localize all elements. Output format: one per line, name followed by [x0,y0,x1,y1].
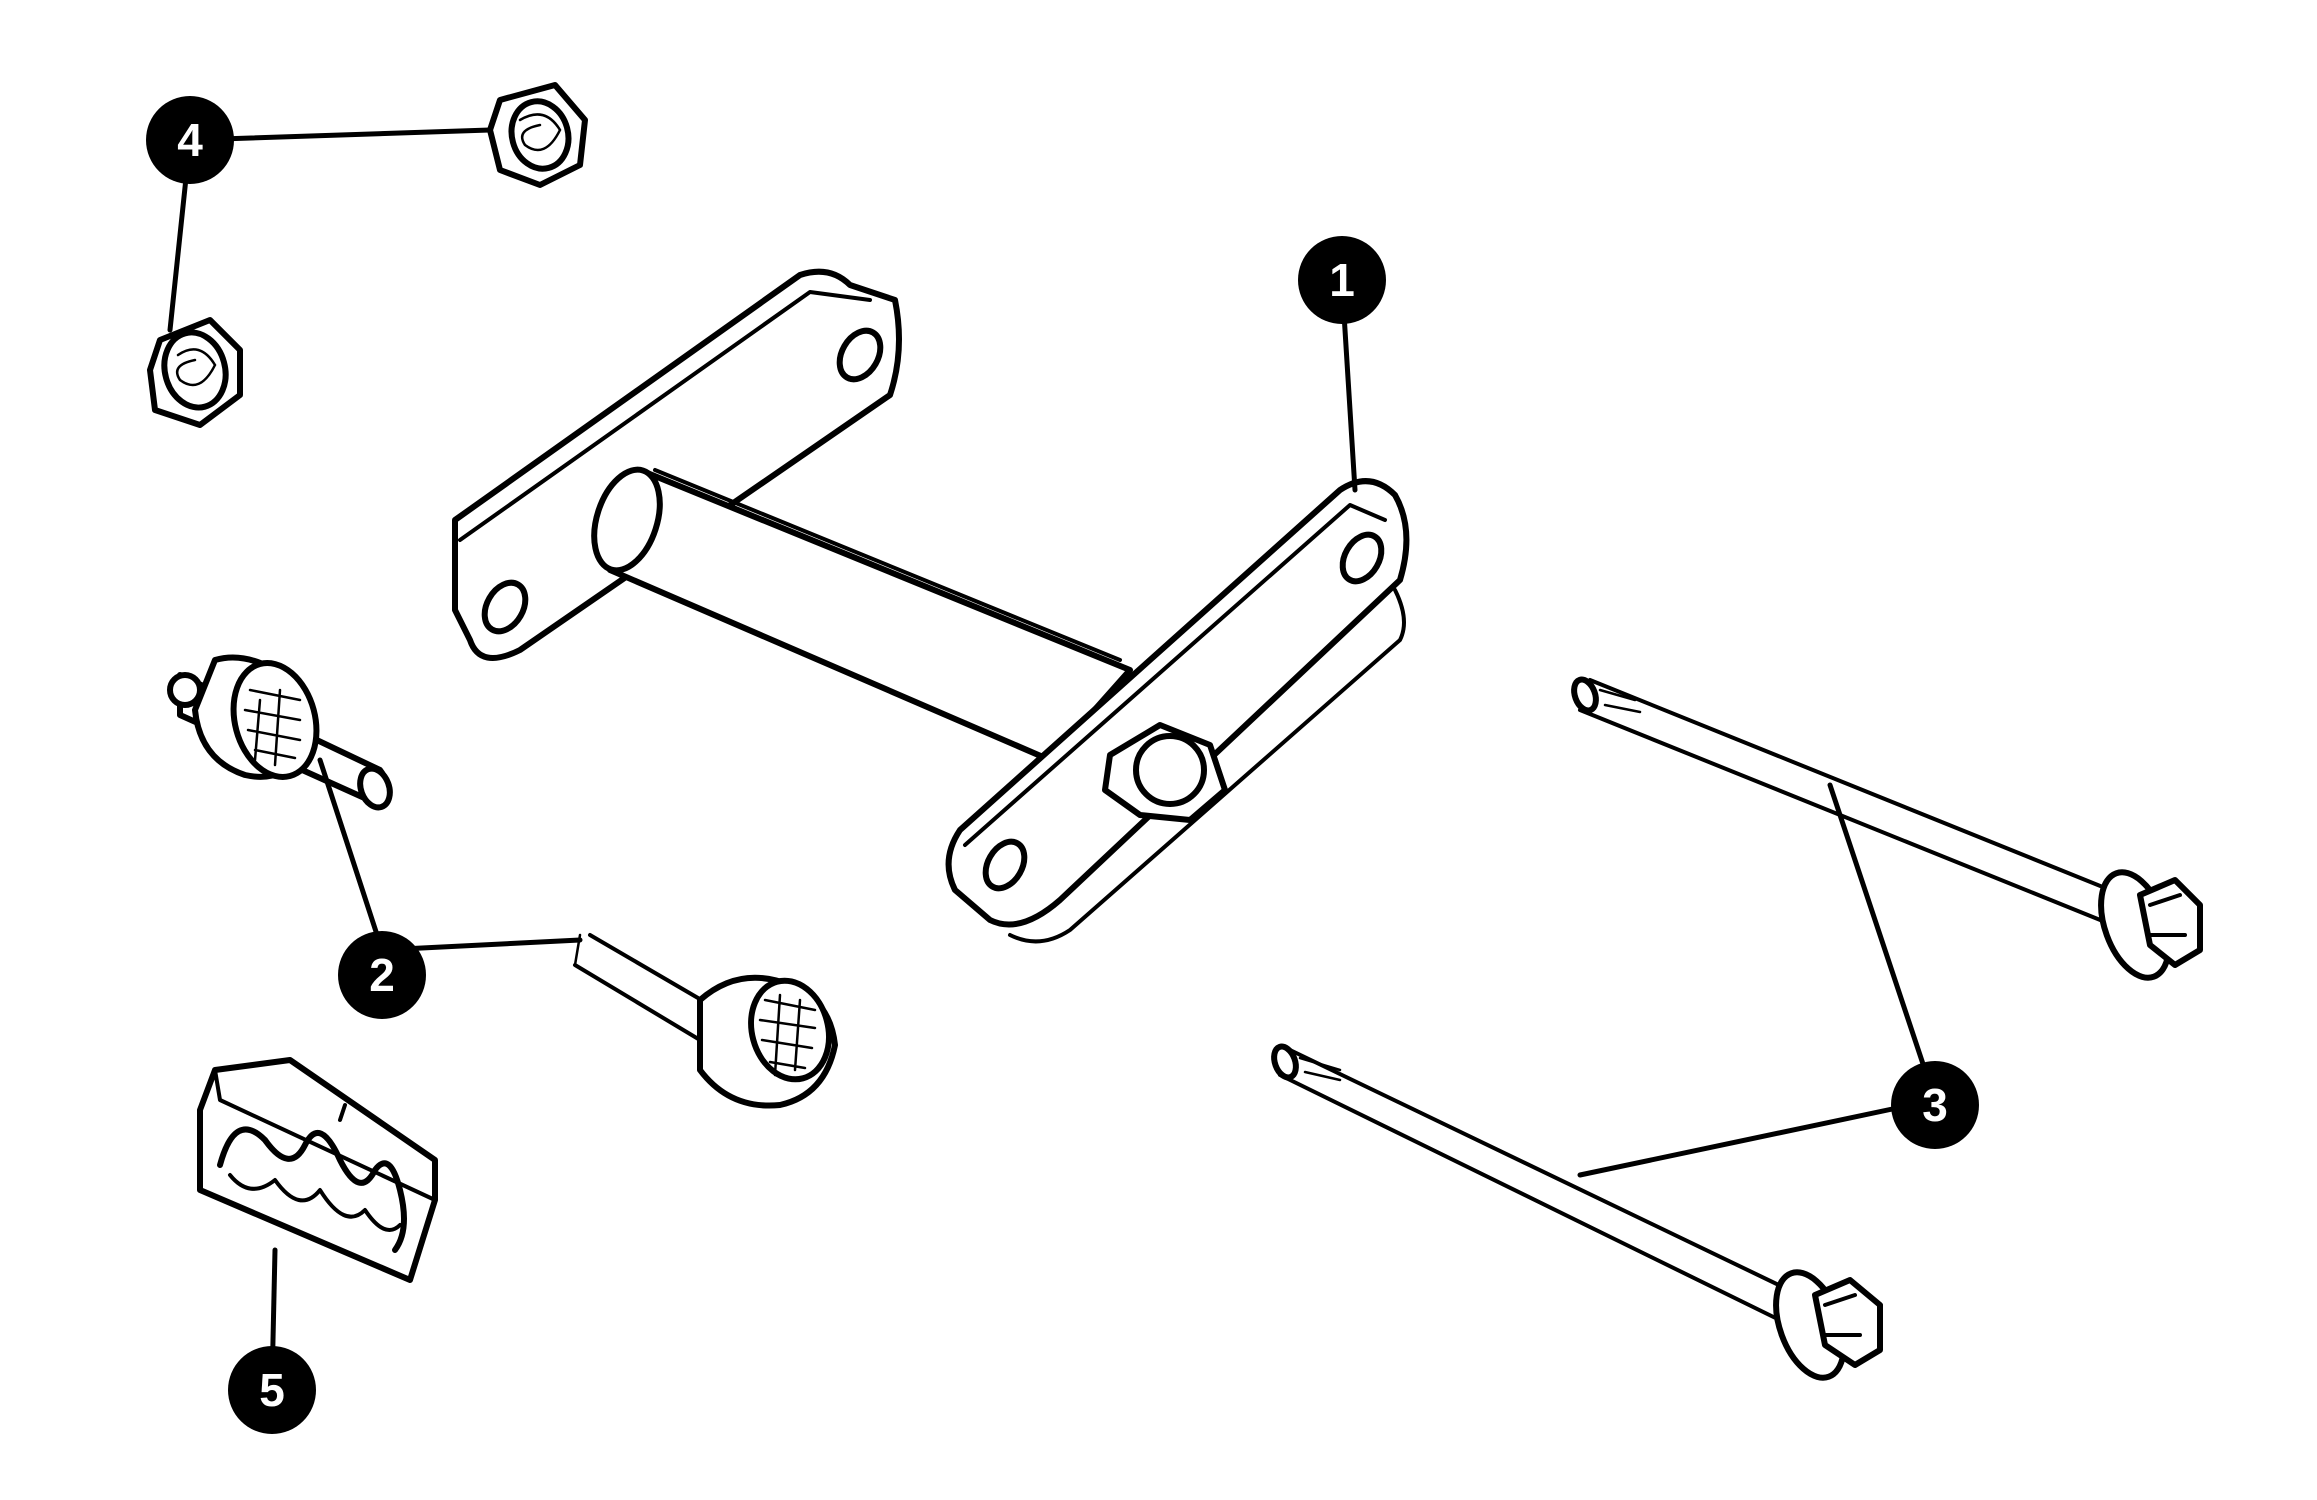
callout-4-label: 4 [177,114,203,166]
lock-nut-upper [487,82,588,188]
bushing-pins [167,654,838,1109]
bushing-pin-lower [573,933,838,1109]
bushing-pin-upper [167,654,393,811]
lock-nuts [147,82,588,428]
lock-nut-lower [147,317,243,428]
callout-4: 4 [146,96,234,184]
spring-insert [197,1057,438,1283]
long-bolts [1271,676,2203,1381]
leader-2a [317,757,385,953]
callout-1: 1 [1298,236,1386,324]
shackle-front-plate [945,478,1410,944]
callout-5-label: 5 [259,1364,285,1416]
leader-4a [187,127,493,143]
long-bolt-lower [1271,1043,1883,1381]
shackle-cross-tube [591,466,1133,763]
shackle-back-plate [452,268,902,661]
callout-5: 5 [228,1346,316,1434]
callout-2-label: 2 [369,949,395,1001]
callout-1-label: 1 [1329,254,1355,306]
callout-3: 3 [1891,1061,1979,1149]
long-bolt-upper [1571,676,2203,981]
callout-2: 2 [338,931,426,1019]
leader-3b [1577,1097,1938,1178]
shackle-assembly [452,268,1410,944]
leader-3a [1827,782,1938,1103]
callout-3-label: 3 [1922,1079,1948,1131]
